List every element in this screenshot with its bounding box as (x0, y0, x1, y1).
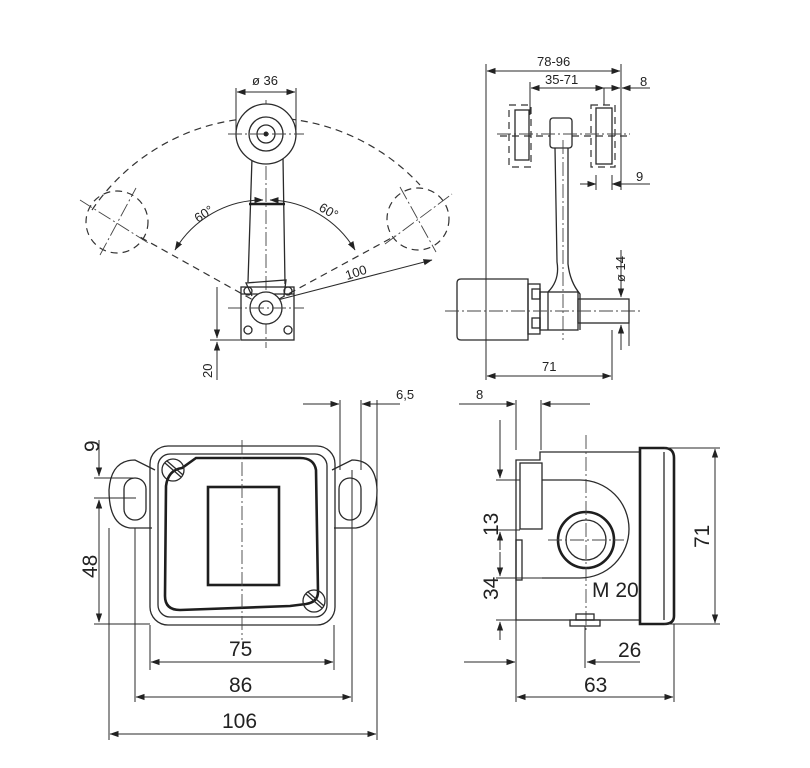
roller (228, 103, 304, 165)
housing-outer (149, 445, 336, 626)
housing-front-view: 6,5 9 48 75 86 106 (79, 387, 414, 740)
dim-13-label: 13 (480, 513, 503, 536)
dim-75-label: 75 (229, 638, 252, 661)
cut-dimension-right: 8 (476, 387, 483, 402)
roller-width-side-label: 9 (636, 169, 643, 184)
dim-63-label: 63 (584, 674, 607, 697)
range-total-label: 78-96 (537, 54, 570, 69)
screw-bottom-right (302, 589, 326, 613)
dim-71-label: 71 (691, 525, 714, 548)
ghost-roller-right (386, 187, 450, 251)
dim-106-label: 106 (222, 710, 257, 733)
base-height-label: 20 (200, 364, 215, 378)
shaft-diameter-label: ø 14 (613, 256, 628, 282)
housing-side-view: 8 13 34 M 20 26 (459, 387, 720, 702)
dim-26-label: 26 (618, 639, 641, 662)
range-inner-label: 35-71 (545, 72, 578, 87)
housing-lid (638, 446, 676, 626)
angle-right-label: 60° (317, 200, 342, 223)
lever-base (228, 279, 304, 341)
cut-dimension-left: 6,5 (396, 387, 414, 402)
switch-body-side (445, 278, 640, 341)
dim-9-label: 9 (81, 440, 104, 452)
thread-label: M 20 (592, 579, 639, 602)
housing-cover (163, 456, 320, 612)
dim-34-label: 34 (480, 576, 503, 600)
lever-length-label: 100 (343, 262, 368, 283)
lever-arm (247, 157, 286, 285)
side-lever-arm (547, 147, 581, 330)
left-mounting-ear (108, 459, 156, 529)
roller-width-top-label: 8 (640, 74, 647, 89)
body-length-label: 71 (542, 359, 556, 374)
lever-front-view: 60° 60° 100 ø 36 (79, 73, 453, 380)
ghost-roller-left (85, 190, 149, 254)
angle-left-label: 60° (191, 202, 216, 225)
dim-86-label: 86 (229, 674, 252, 697)
lever-side-view: 78-96 35-71 8 9 (445, 54, 650, 380)
screw-top-left (161, 458, 185, 482)
roller-diameter-label: ø 36 (252, 73, 278, 88)
dim-48-label: 48 (79, 555, 102, 578)
angle-arc-right (269, 197, 356, 251)
window (206, 485, 281, 587)
